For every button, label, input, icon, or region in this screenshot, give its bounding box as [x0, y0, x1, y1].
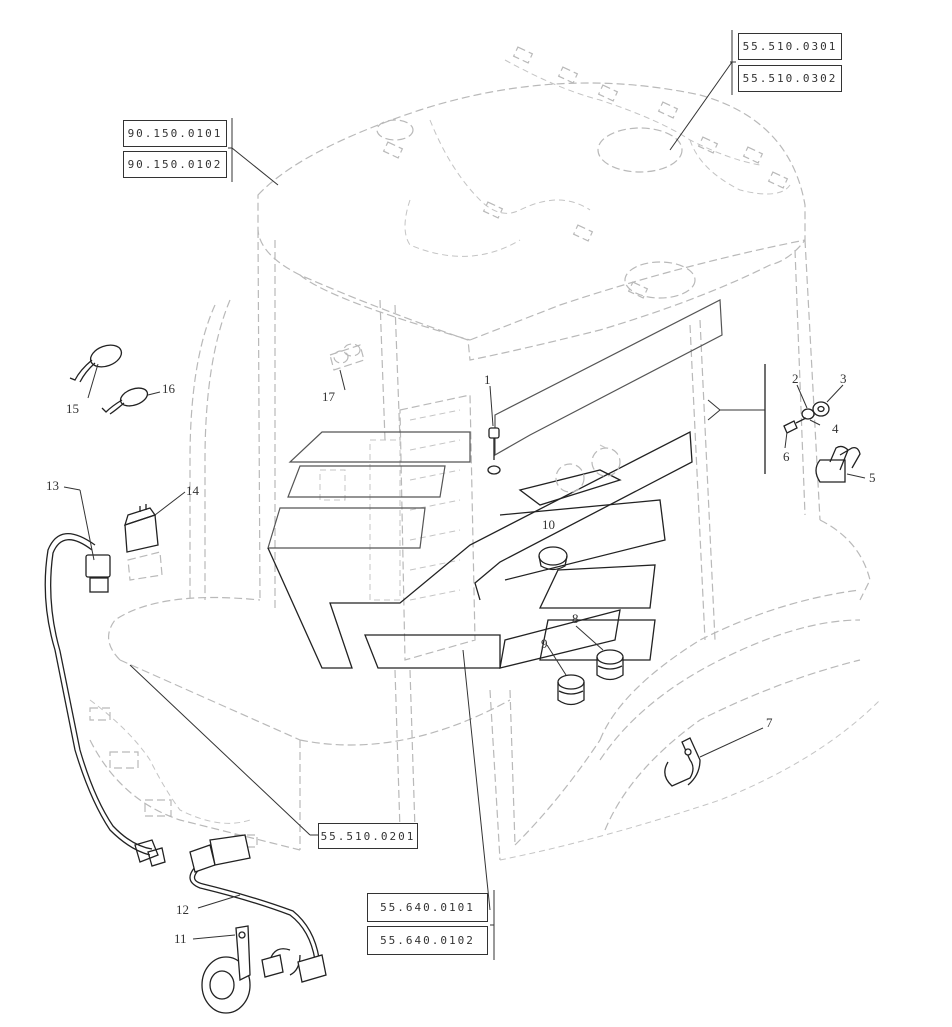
callout-16: 16 — [162, 381, 175, 396]
part-17-plug — [329, 343, 365, 371]
ref-box-55-510-0302[interactable]: 55.510.0302 — [738, 65, 842, 92]
part-15-lamp — [69, 344, 123, 383]
bolt-set — [707, 364, 861, 483]
roof-harness — [382, 46, 791, 299]
callout-1: 1 — [484, 372, 491, 387]
callout-3: 3 — [840, 371, 847, 386]
callout-17: 17 — [322, 389, 335, 404]
cab-outline — [89, 82, 881, 861]
part-16-lamp — [101, 387, 149, 415]
callout-5: 5 — [869, 470, 876, 485]
callout-8: 8 — [572, 611, 579, 626]
ref-box-90-150-0101[interactable]: 90.150.0101 — [123, 120, 227, 147]
ref-box-90-150-0102[interactable]: 90.150.0102 — [123, 151, 227, 178]
callout-14: 14 — [186, 483, 199, 498]
part-1-screw — [487, 427, 501, 475]
switch-knobs — [555, 444, 621, 493]
ref-box-55-640-0102[interactable]: 55.640.0102 — [367, 926, 488, 955]
part-9-grommet — [557, 674, 585, 706]
part-8-grommet — [596, 649, 624, 681]
callout-6: 6 — [783, 449, 790, 464]
callout-2: 2 — [792, 371, 799, 386]
reference-leaders — [129, 30, 736, 960]
callout-7: 7 — [766, 715, 773, 730]
part-11-horn — [201, 925, 251, 1014]
part-13-cable — [44, 532, 166, 867]
ref-box-55-510-0201[interactable]: 55.510.0201 — [318, 823, 418, 849]
cover-panels — [267, 299, 723, 669]
fuse-board — [319, 394, 476, 661]
part-14-relay — [124, 504, 163, 581]
part-12-harness — [189, 834, 327, 983]
callout-12: 12 — [176, 902, 189, 917]
ref-box-55-510-0301[interactable]: 55.510.0301 — [738, 33, 842, 60]
part-10-plug — [538, 546, 568, 571]
callout-13: 13 — [46, 478, 59, 493]
callout-4: 4 — [832, 421, 839, 436]
callout-10: 10 — [542, 517, 555, 532]
ref-box-55-640-0101[interactable]: 55.640.0101 — [367, 893, 488, 922]
callout-leaders — [63, 363, 866, 940]
callout-15: 15 — [66, 401, 79, 416]
dashboard-harness — [89, 699, 258, 848]
callout-9: 9 — [541, 636, 548, 651]
callout-11: 11 — [174, 931, 187, 946]
part-7-clip — [664, 737, 701, 787]
